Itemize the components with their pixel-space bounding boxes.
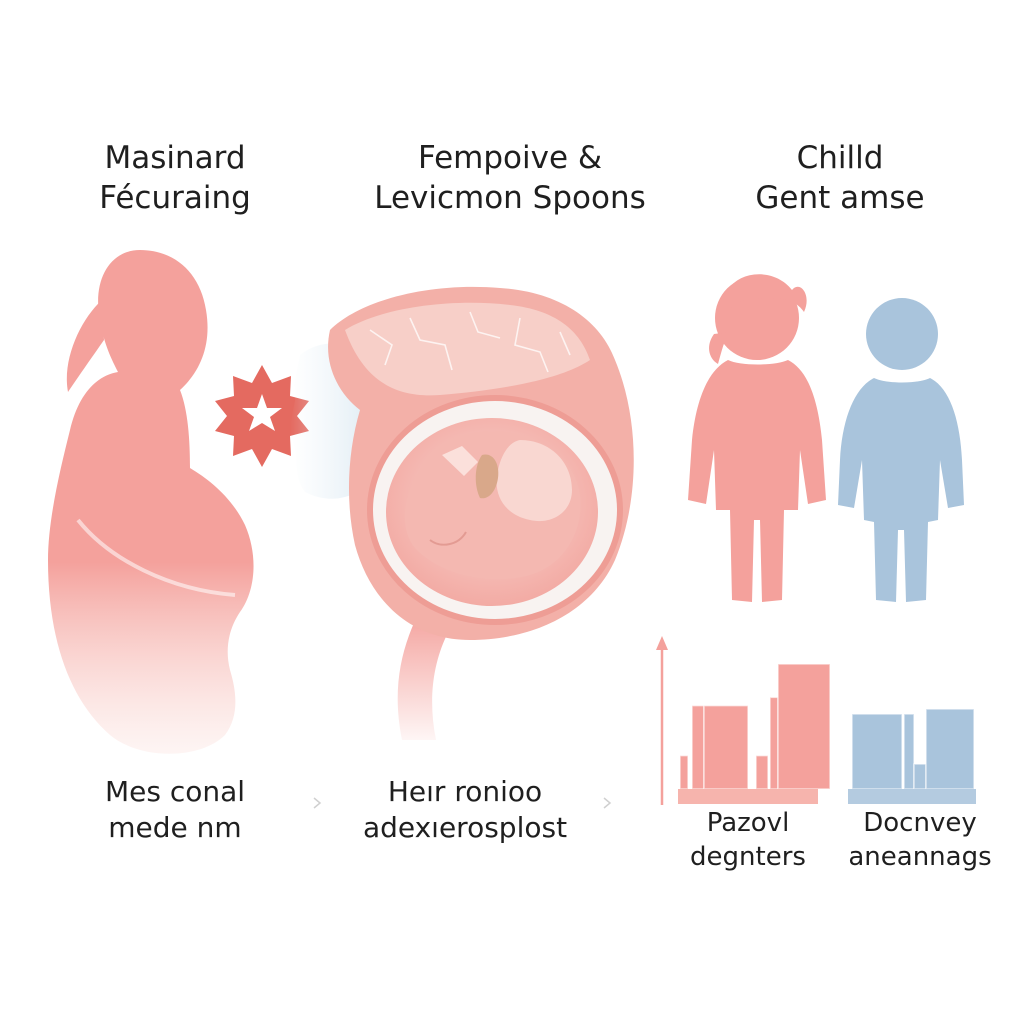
girl-child-icon [688, 274, 826, 602]
caption-line: aneannags [848, 842, 992, 872]
title-line: Fécuraing [99, 180, 251, 216]
caption-line: Heır ronioo [387, 775, 543, 808]
column-title-fetal: Fempoive & Levicmon Spoons [350, 138, 670, 218]
chart-bar [679, 754, 689, 790]
chart-bar [851, 713, 903, 790]
chart-bar [691, 704, 705, 790]
caption-line: Mes conal [104, 775, 246, 808]
boy-child-icon [838, 298, 964, 602]
caption-line: Pazovl [706, 808, 790, 838]
chart-bar [755, 754, 769, 790]
title-line: Gent amse [755, 180, 925, 216]
caption-maternal: Mes conal mede nm [70, 774, 280, 846]
bar-chart-blue [848, 708, 976, 804]
womb-fetus-icon [328, 286, 634, 740]
separator-chevron [603, 797, 612, 809]
separator-chevron [313, 797, 322, 809]
caption-line: degnters [690, 842, 806, 872]
chart-baseline [678, 789, 818, 804]
caption-chart-blue: Docnvey aneannags [835, 806, 1005, 874]
caption-fetal: Heır ronioo adexıerosplost [335, 774, 595, 846]
chart-bar [769, 696, 779, 790]
chart-baseline [848, 789, 976, 804]
caption-line: Docnvey [863, 808, 977, 838]
warning-star-icon [215, 365, 309, 467]
chart-bar [925, 708, 975, 790]
title-line: Levicmon Spoons [374, 180, 646, 216]
chart-y-axis-arrowhead [656, 636, 668, 650]
column-title-maternal: Masinard Fécuraing [55, 138, 295, 218]
title-line: Fempoive & [417, 140, 603, 176]
title-line: Masinard [104, 140, 246, 176]
chart-bar [703, 704, 749, 790]
title-line: Chilld [796, 140, 884, 176]
chart-bar [903, 713, 915, 790]
bar-chart-pink [656, 636, 831, 805]
chart-bar [777, 663, 831, 790]
column-title-child: Chilld Gent amse [725, 138, 955, 218]
caption-line: mede nm [108, 811, 242, 844]
pregnant-woman-icon [48, 250, 254, 754]
chart-bar [913, 763, 927, 790]
caption-line: adexıerosplost [362, 811, 568, 844]
caption-chart-pink: Pazovl degnters [668, 806, 828, 874]
